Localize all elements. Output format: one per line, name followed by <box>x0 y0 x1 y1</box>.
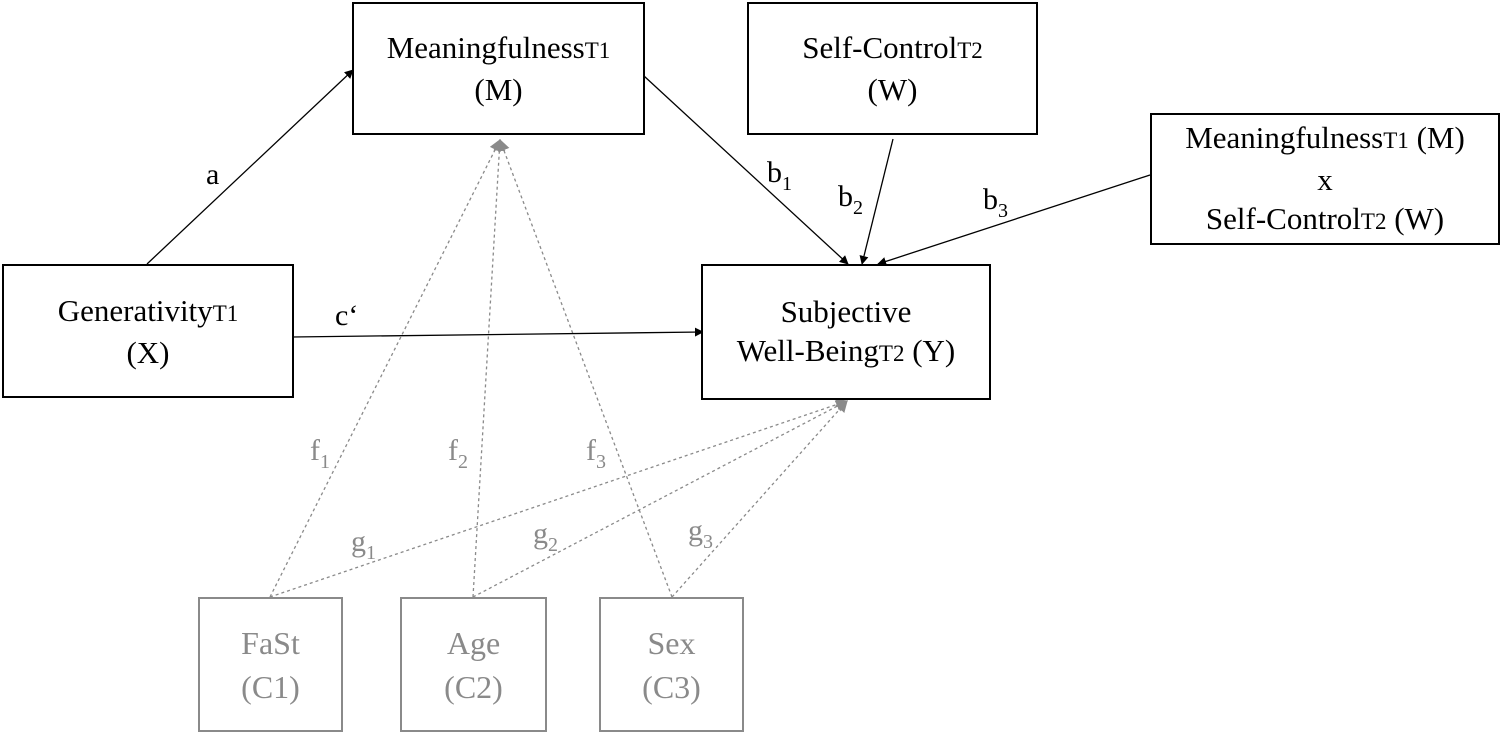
g2-letter: g <box>533 517 548 550</box>
interaction-m-tag: (M) <box>1416 119 1465 155</box>
b1-index: 1 <box>782 173 792 195</box>
fast-name: FaSt <box>241 624 300 661</box>
generativity-name: Generativity <box>57 292 213 328</box>
path-label-f2: f2 <box>448 434 468 474</box>
meaningfulness-title: MeaningfulnessT1 <box>387 28 611 70</box>
b1-letter: b <box>767 156 782 189</box>
path-label-f1: f1 <box>310 434 330 474</box>
b3-index: 3 <box>998 200 1008 222</box>
path-label-g3: g3 <box>688 514 713 554</box>
interaction-w-time: T2 <box>1360 208 1387 234</box>
generativity-box: GenerativityT1 (X) <box>2 264 294 398</box>
wellbeing-tag: (Y) <box>912 332 956 368</box>
interaction-w-name: Self-Control <box>1205 200 1361 236</box>
wellbeing-line-1: Subjective <box>780 293 912 329</box>
g3-index: 3 <box>703 531 713 553</box>
fast-box: FaSt (C1) <box>198 597 343 732</box>
generativity-time: T1 <box>212 300 239 326</box>
path-b2-arrow <box>859 138 894 265</box>
wellbeing-time: T2 <box>878 340 905 366</box>
generativity-title: GenerativityT1 <box>58 291 239 333</box>
interaction-line-3: Self-ControlT2 (W) <box>1206 199 1444 241</box>
wellbeing-name: Well-Being <box>736 332 879 368</box>
path-c-prime-arrow <box>291 327 704 338</box>
path-g1-arrow <box>269 398 849 598</box>
interaction-m-name: Meaningfulness <box>1185 119 1384 155</box>
path-label-a: a <box>206 158 220 191</box>
sex-box: Sex (C3) <box>599 597 744 732</box>
interaction-m-time: T1 <box>1383 127 1409 153</box>
interaction-times-symbol: x <box>1317 161 1333 197</box>
path-g2-arrow <box>472 400 849 598</box>
meaningfulness-tag: (M) <box>474 72 523 107</box>
self-control-time: T2 <box>957 38 983 63</box>
interaction-line-1: MeaningfulnessT1 (M) <box>1185 118 1465 160</box>
path-label-g1: g1 <box>351 525 376 565</box>
age-box: Age (C2) <box>400 597 547 732</box>
meaningfulness-time: T1 <box>584 38 611 63</box>
sex-name: Sex <box>647 624 696 661</box>
f3-letter: f <box>586 434 596 467</box>
g1-letter: g <box>351 525 366 558</box>
path-label-b1: b1 <box>767 156 792 196</box>
age-name: Age <box>446 624 501 661</box>
f1-index: 1 <box>320 451 330 473</box>
path-label-b3: b3 <box>983 183 1008 223</box>
f2-letter: f <box>448 434 458 467</box>
f1-letter: f <box>310 434 320 467</box>
wellbeing-box: Subjective Well-BeingT2 (Y) <box>701 264 991 400</box>
b2-letter: b <box>838 180 853 213</box>
wellbeing-line-2: Well-BeingT2 (Y) <box>737 331 956 373</box>
path-g3-arrow <box>671 400 848 598</box>
path-f1-arrow <box>269 138 501 598</box>
path-label-b2: b2 <box>838 180 863 220</box>
b3-letter: b <box>983 183 998 216</box>
path-b3-arrow <box>877 174 1151 266</box>
b2-index: 2 <box>853 197 863 219</box>
g1-index: 1 <box>366 542 376 564</box>
interaction-box: MeaningfulnessT1 (M) x Self-ControlT2 (W… <box>1150 113 1500 245</box>
interaction-w-tag: (W) <box>1394 200 1445 236</box>
path-b1-arrow <box>643 75 849 265</box>
path-f3-arrow <box>498 138 673 598</box>
g3-letter: g <box>688 514 703 547</box>
path-a-arrow <box>146 69 354 265</box>
fast-tag: (C1) <box>241 668 300 705</box>
path-f2-arrow <box>472 138 506 598</box>
generativity-tag: (X) <box>126 334 170 370</box>
self-control-name: Self-Control <box>802 30 958 65</box>
self-control-title: Self-ControlT2 <box>802 28 983 70</box>
self-control-box: Self-ControlT2 (W) <box>747 2 1038 135</box>
path-label-f3: f3 <box>586 434 606 474</box>
g2-index: 2 <box>548 534 558 556</box>
sex-tag: (C3) <box>642 668 701 705</box>
age-tag: (C2) <box>444 668 503 705</box>
path-label-c-prime: c‘ <box>335 299 359 332</box>
path-label-g2: g2 <box>533 517 558 557</box>
self-control-tag: (W) <box>867 72 918 107</box>
meaningfulness-box: MeaningfulnessT1 (M) <box>352 2 645 135</box>
f3-index: 3 <box>596 451 606 473</box>
f2-index: 2 <box>458 451 468 473</box>
meaningfulness-name: Meaningfulness <box>386 30 585 65</box>
